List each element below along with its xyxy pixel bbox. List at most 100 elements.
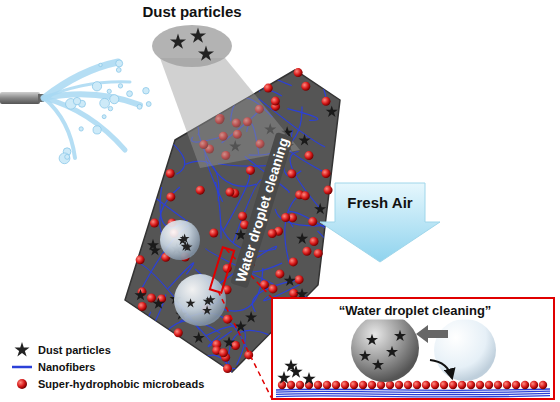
nanofiber [276,396,550,397]
microbead [377,381,385,389]
microbead [332,381,340,389]
water-droplet [110,95,119,104]
microbead [289,289,298,298]
nanofiber [327,267,378,287]
nanofiber [312,40,342,77]
microbead [281,213,290,222]
dust-particle [359,350,371,361]
microbead [287,169,296,178]
microbead [223,364,232,373]
dust-particle [245,311,257,322]
nanofiber [287,109,317,121]
microbead [219,348,228,357]
microbead [440,381,448,389]
nanofiber [312,53,326,98]
legend-bead [17,379,27,389]
nanofiber [76,121,115,192]
nanofiber [338,147,392,182]
water-droplet [108,106,112,110]
dust-particle [206,295,216,304]
water-droplet [102,115,106,119]
dust-particle [284,274,296,285]
roll-arrow [430,360,452,378]
dust-particle [180,234,190,243]
microbead [246,166,255,175]
dust-particle [277,371,290,384]
nanofiber [66,218,132,232]
dust-particle [284,359,297,372]
water-droplet [137,104,142,109]
nanofiber [104,147,113,217]
dust-particle [299,134,311,145]
microbead [310,237,319,246]
nanofiber [229,330,269,380]
microbead [294,68,303,77]
water-droplet [100,98,110,108]
microbead [323,381,331,389]
microbead [422,381,430,389]
nozzle [0,92,40,104]
microbead [268,229,277,238]
dust-particle [186,298,196,307]
nanofiber [81,154,137,175]
microbead [494,381,502,389]
clean-droplet [434,319,496,381]
microbead [209,228,218,237]
microbead [296,381,304,389]
microbead [275,269,284,278]
water-droplet [99,63,102,66]
microbead [395,381,403,389]
nanofiber [119,70,168,117]
water-droplet [92,82,101,91]
dust-particle [181,241,191,250]
microbead [150,219,159,228]
microbead [166,169,175,178]
zoom-leader [218,291,272,399]
microbead [136,255,145,264]
inset-label: “Water droplet cleaning” [335,303,496,320]
dust-particle [190,28,206,43]
nanofiber [290,152,321,211]
microbead [368,381,376,389]
nanofiber [123,145,125,167]
airflow-label: Fresh Air [347,194,412,211]
microbead [301,82,310,91]
nanofiber [79,130,130,170]
microbead [264,84,273,93]
dust-particle [326,105,338,116]
nanofiber [99,168,124,194]
microbead [304,151,313,160]
legend-star [14,342,29,356]
dust-particle [193,332,205,343]
water-droplet [65,154,70,159]
nanofiber [223,174,249,231]
nanofiber [81,59,130,86]
nanofiber [246,37,260,92]
nanofiber [118,179,128,248]
water-droplet [79,127,83,131]
water-droplet [143,87,150,94]
nanofiber [205,326,245,365]
dust-particle [302,372,315,385]
water-droplet [146,102,151,107]
microbead [314,249,323,258]
microbead [225,188,234,197]
dust-particle [202,305,212,314]
nanofiber [125,81,131,116]
microbead [302,247,311,256]
nanofiber [285,197,297,264]
dust-particle [314,203,326,214]
zoom-marker [210,247,234,293]
microbead [301,191,310,200]
dust-particle [198,46,214,61]
dust-cloud [152,25,232,67]
microbead [289,257,298,266]
cleaning-droplet [160,220,200,260]
legend-text: Nanofibers [38,361,95,374]
dust-particle [134,289,146,300]
microbead [322,97,331,106]
inset-frame [272,298,554,399]
microbead [324,186,333,195]
water-droplet [116,68,121,73]
